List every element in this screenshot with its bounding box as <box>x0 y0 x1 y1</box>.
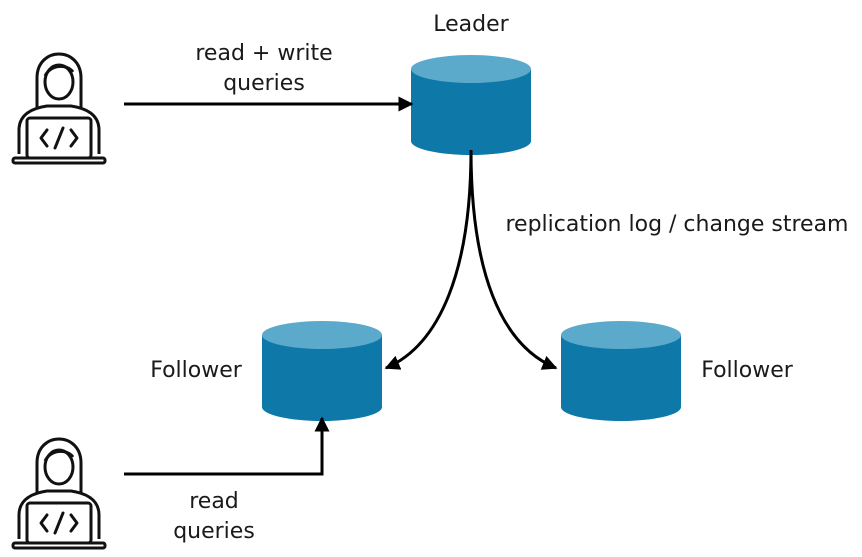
leader-label: Leader <box>433 12 509 37</box>
read-queries-label-line2: queries <box>173 519 255 544</box>
follower-right-db-icon <box>561 321 681 421</box>
write-queries-label-line2: queries <box>223 71 305 96</box>
replication-label: replication log / change stream <box>506 212 849 237</box>
replication-arrow-left <box>384 149 473 370</box>
user-bottom-icon <box>11 437 107 550</box>
write-queries-label-line1: read + write <box>195 41 332 66</box>
replication-arrow-right <box>469 149 558 370</box>
follower-left-label: Follower <box>150 358 243 383</box>
follower-left-db-icon <box>262 321 382 421</box>
read-queries-label-line1: read <box>189 489 239 514</box>
follower-right-label: Follower <box>701 358 794 383</box>
read-queries-arrow <box>124 416 330 476</box>
user-top-icon <box>11 52 107 165</box>
leader-db-icon <box>411 55 531 155</box>
